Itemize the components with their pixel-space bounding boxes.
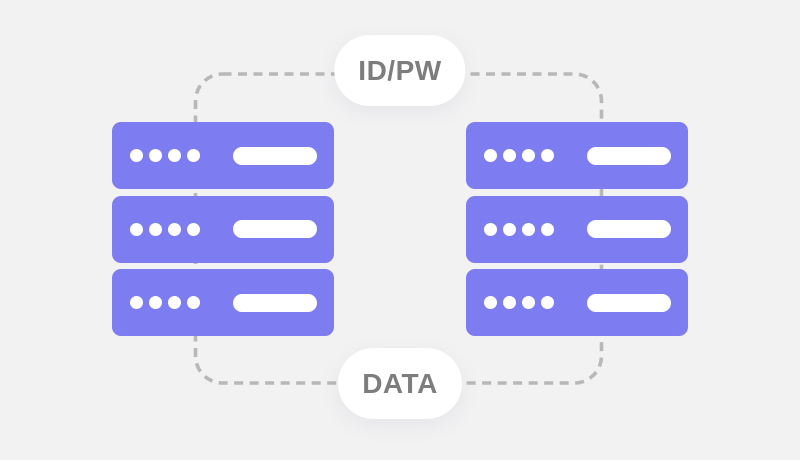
led-dot-icon	[130, 149, 143, 162]
led-dot-icon	[503, 149, 516, 162]
server-led-dots	[484, 222, 554, 236]
server-unit	[112, 122, 334, 189]
server-led-dots	[130, 149, 200, 162]
server-stack-left	[112, 122, 334, 336]
led-dot-icon	[187, 149, 200, 162]
drive-slot-icon	[587, 293, 671, 312]
data-label-pill: DATA	[338, 348, 462, 419]
server-unit	[466, 195, 688, 263]
server-unit	[466, 269, 688, 336]
led-dot-icon	[541, 149, 554, 162]
drive-slot-icon	[587, 220, 671, 238]
led-dot-icon	[168, 222, 181, 236]
drive-slot-icon	[233, 146, 317, 165]
led-dot-icon	[522, 149, 535, 162]
led-dot-icon	[168, 149, 181, 162]
led-dot-icon	[503, 222, 516, 236]
led-dot-icon	[484, 222, 497, 236]
led-dot-icon	[541, 222, 554, 236]
server-stack-right	[466, 122, 688, 336]
server-unit	[112, 269, 334, 336]
led-dot-icon	[503, 296, 516, 309]
led-dot-icon	[484, 149, 497, 162]
led-dot-icon	[187, 222, 200, 236]
drive-slot-icon	[587, 146, 671, 165]
idpw-label-pill: ID/PW	[334, 35, 466, 106]
server-led-dots	[484, 149, 554, 162]
server-led-dots	[130, 222, 200, 236]
drive-slot-icon	[233, 293, 317, 312]
server-led-dots	[484, 296, 554, 309]
led-dot-icon	[130, 222, 143, 236]
led-dot-icon	[522, 296, 535, 309]
server-led-dots	[130, 296, 200, 309]
drive-slot-icon	[233, 220, 317, 238]
data-label: DATA	[362, 367, 438, 399]
led-dot-icon	[149, 296, 162, 309]
led-dot-icon	[149, 149, 162, 162]
led-dot-icon	[168, 296, 181, 309]
led-dot-icon	[484, 296, 497, 309]
server-unit	[112, 195, 334, 263]
led-dot-icon	[522, 222, 535, 236]
led-dot-icon	[187, 296, 200, 309]
server-unit	[466, 122, 688, 189]
led-dot-icon	[149, 222, 162, 236]
idpw-label: ID/PW	[358, 54, 442, 86]
led-dot-icon	[130, 296, 143, 309]
led-dot-icon	[541, 296, 554, 309]
